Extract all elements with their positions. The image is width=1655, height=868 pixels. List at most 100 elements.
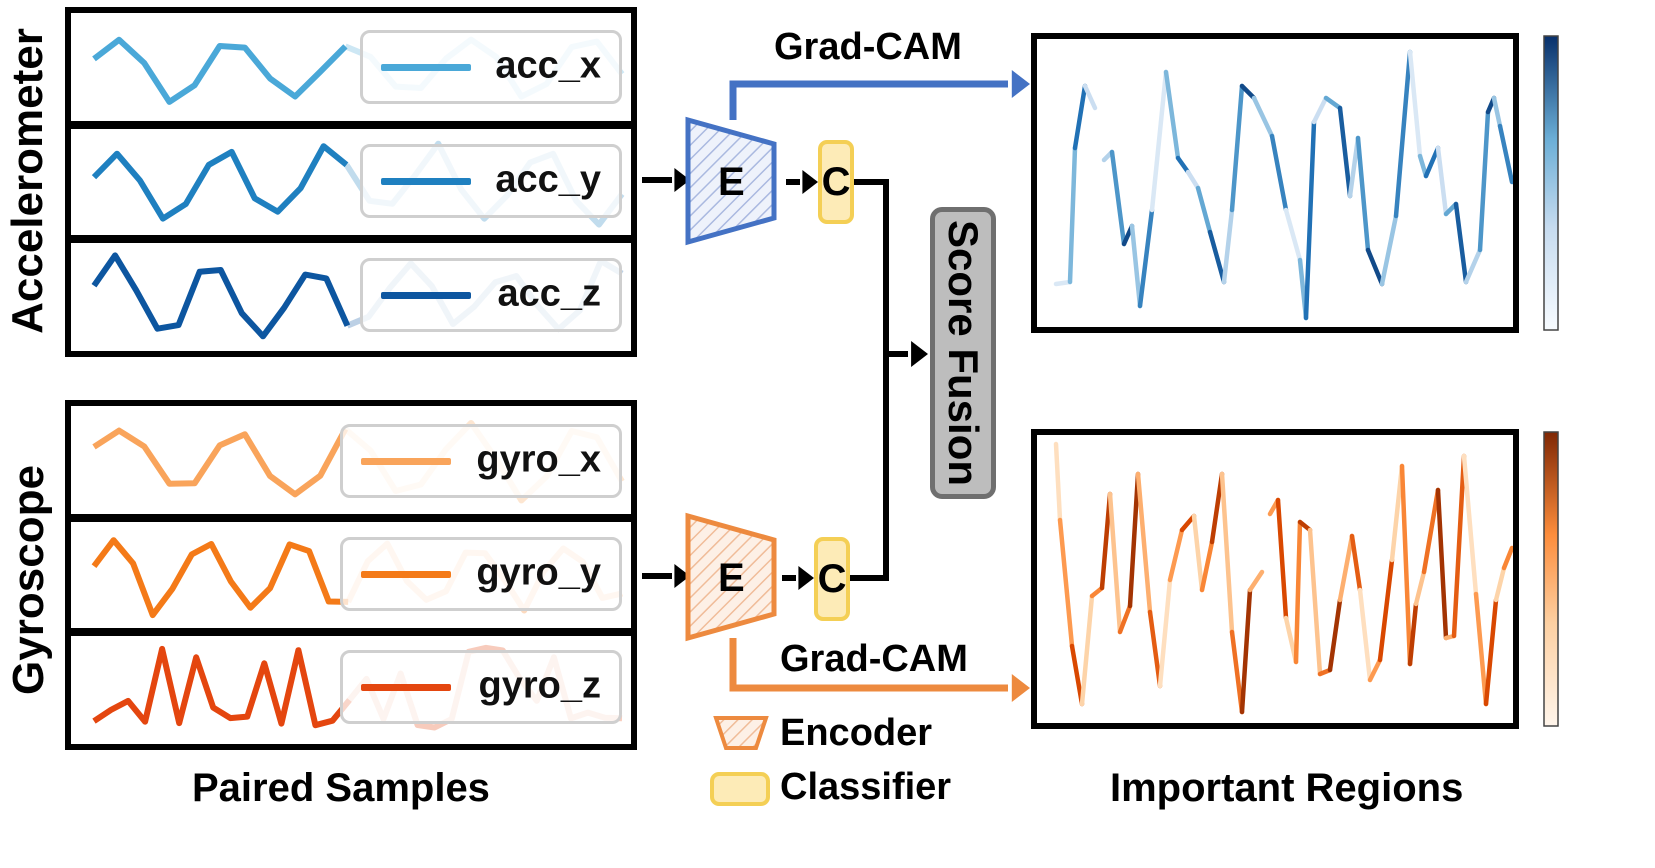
legend-acc-z: acc_z — [360, 258, 622, 332]
arrowhead-to-fusion — [911, 341, 928, 367]
heatmap-top-segment — [1251, 95, 1275, 139]
heatmap-bottom-segment — [1407, 601, 1419, 667]
heatmap-top-segment — [1053, 279, 1073, 287]
colorbar-blues — [1543, 35, 1559, 331]
heatmap-bottom-segment — [1191, 513, 1205, 593]
legend-label-gyro-z: gyro_z — [478, 664, 601, 707]
heatmap-top-segment — [1239, 83, 1257, 101]
heatmap-top-segment — [1269, 133, 1289, 213]
gyroscope-label: Gyroscope — [4, 465, 53, 695]
heatmap-top-segment — [1407, 49, 1423, 159]
heatmap-top-frame — [1031, 33, 1519, 333]
heatmap-bottom-segment — [1147, 609, 1163, 689]
heatmap-bottom-segment — [1461, 453, 1479, 597]
heatmap-bottom-segment — [1293, 519, 1303, 665]
heatmap-top-segment — [1072, 83, 1088, 151]
arrowhead-gyro-to-encoder — [674, 564, 690, 588]
heatmap-bottom-segment — [1069, 643, 1085, 707]
heatmap-top-segment — [1337, 105, 1353, 199]
classifier-acc: C — [818, 140, 854, 224]
panel-gyro-z — [65, 628, 637, 750]
encoder-acc — [685, 116, 777, 246]
heatmap-top-segment — [1423, 145, 1441, 179]
heatmap-bottom-segment — [1117, 603, 1133, 635]
important-regions-caption: Important Regions — [1110, 766, 1464, 810]
heatmap-top-segment — [1082, 83, 1098, 111]
heatmap-bottom-segment — [1399, 463, 1413, 667]
legend-classifier-label: Classifier — [780, 766, 952, 808]
heatmap-top-segment — [1379, 213, 1399, 287]
legend-line-acc-y — [381, 178, 471, 185]
legend-line-gyro-y — [361, 571, 451, 578]
heatmap-bottom-segment — [1053, 441, 1063, 523]
heatmap-top-segment — [1497, 123, 1515, 185]
heatmap-bottom-segment — [1367, 657, 1383, 683]
legend-acc-y: acc_y — [360, 144, 622, 218]
heatmap-bottom-segment — [1209, 471, 1225, 545]
signal-gyro_y — [91, 537, 349, 619]
legend-gyro-x: gyro_x — [340, 424, 622, 498]
paired-samples-caption: Paired Samples — [192, 766, 490, 810]
arrowhead-encoder-gyro-to-classifier — [798, 566, 814, 590]
legend-line-acc-z — [381, 292, 471, 299]
encoder-acc-letter: E — [718, 160, 745, 204]
heatmap-bottom-segment — [1079, 593, 1095, 707]
heatmap-top-segment — [1185, 169, 1201, 191]
legend-label-gyro-x: gyro_x — [476, 438, 601, 481]
heatmap-bottom-segment — [1473, 591, 1489, 707]
signal-acc_z — [91, 252, 351, 340]
heatmap-top-segment — [1355, 135, 1371, 253]
heatmap-bottom-segment — [1435, 487, 1449, 641]
heatmap-top-segment — [1137, 207, 1155, 309]
heatmap-top-segment — [1365, 247, 1385, 287]
legend-label-acc-y: acc_y — [495, 158, 601, 201]
heatmap-top-segment — [1221, 207, 1235, 285]
signal-acc_x — [92, 36, 348, 105]
gradcam-arrowhead-top — [1011, 70, 1030, 98]
heatmap-bottom-segment — [1413, 569, 1427, 607]
heatmap-top-segment — [1195, 185, 1213, 235]
heatmap-top-segment — [1067, 145, 1078, 285]
heatmap-top-segment — [1491, 95, 1503, 129]
heatmap-top — [1053, 49, 1515, 321]
heatmap-top-segment — [1477, 109, 1491, 253]
heatmap-bottom-segment — [1451, 453, 1467, 639]
heatmap-top-segment — [1463, 247, 1483, 285]
heatmap-bottom-segment — [1357, 587, 1373, 683]
heatmap-bottom-segment — [1157, 577, 1173, 689]
heatmap-bottom-segment — [1219, 471, 1235, 635]
encoder-gyro — [685, 512, 777, 642]
heatmap-top-segment — [1129, 223, 1143, 309]
signal-acc_y — [91, 143, 349, 222]
legend-encoder-icon — [713, 716, 769, 750]
heatmap-bottom-segment — [1389, 463, 1405, 563]
heatmap-bottom-segment — [1275, 497, 1289, 621]
heatmap-top-segment — [1229, 83, 1245, 213]
heatmap-top-segment — [1435, 145, 1449, 217]
heatmap-bottom-segment — [1107, 491, 1123, 635]
heatmap-bottom-segment — [1337, 533, 1355, 603]
heatmap-top-segment — [1163, 69, 1181, 161]
legend-line-acc-x — [381, 64, 471, 71]
arrowhead-acc-to-encoder — [674, 168, 690, 192]
heatmap-bottom — [1053, 441, 1515, 715]
heatmap-bottom-segment — [1199, 539, 1215, 593]
classifier-gyro-letter: C — [817, 556, 847, 601]
legend-acc-x: acc_x — [360, 30, 622, 104]
heatmap-top-segment — [1303, 119, 1317, 321]
legend-gyro-z: gyro_z — [340, 650, 622, 724]
signal-gyro_z — [92, 645, 352, 729]
legend-encoder-label: Encoder — [780, 712, 933, 754]
gradcam-top-label: Grad-CAM — [774, 26, 962, 68]
heatmap-top-segment — [1453, 201, 1469, 285]
heatmap-bottom-segment — [1377, 557, 1395, 663]
heatmap-top-segment — [1323, 95, 1343, 111]
heatmap-bottom-segment — [1247, 569, 1265, 593]
gradcam-bottom-label: Grad-CAM — [780, 638, 968, 680]
heatmap-top-segment — [1109, 149, 1127, 247]
legend-label-acc-z: acc_z — [497, 272, 601, 315]
heatmap-bottom-segment — [1167, 527, 1185, 583]
heatmap-bottom-segment — [1501, 545, 1515, 571]
